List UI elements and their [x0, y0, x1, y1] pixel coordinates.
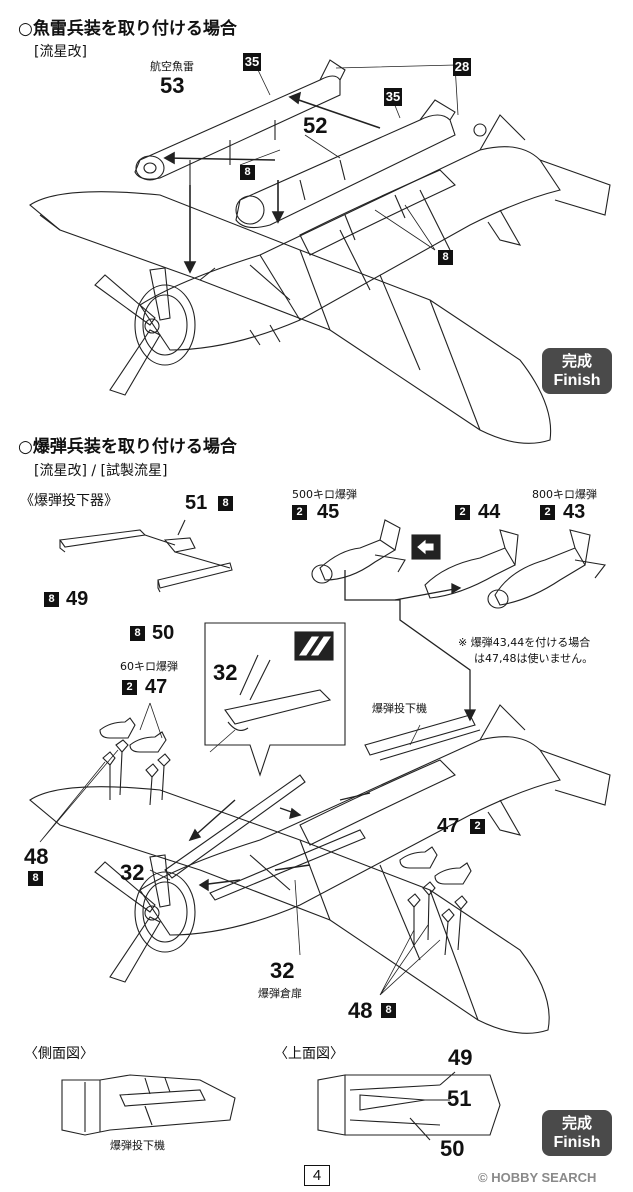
- bomb-rack-subtitle: 《爆弾投下器》: [20, 493, 118, 509]
- bombs-60kg-right: [399, 846, 472, 956]
- sprue-badge-35a: 35: [243, 53, 261, 71]
- leader-lines-torpedo: [239, 64, 459, 251]
- sprue-badge-47a: 2: [122, 680, 137, 695]
- torpedo-52-drawing: [235, 99, 487, 229]
- part-number-51: 51: [185, 492, 208, 514]
- part-number-45: 45: [317, 501, 340, 523]
- sprue-badge-8b: 8: [438, 250, 453, 265]
- part-number-43: 43: [563, 501, 586, 523]
- finish-badge-torpedo: 完成 Finish: [542, 348, 612, 394]
- section-title-torpedo: ○魚雷兵装を取り付ける場合: [18, 19, 237, 39]
- assembly-arrows-torpedo: [163, 91, 381, 274]
- top-view-title: 〈上面図〉: [274, 1046, 344, 1062]
- watermark: © HOBBY SEARCH: [478, 1170, 597, 1185]
- bomb-800kg-label: 800キロ爆弾: [532, 488, 597, 501]
- finish-label-en-2: Finish: [553, 1134, 601, 1151]
- bay-door-detail-box: [204, 622, 346, 777]
- leader-lines-bombs: [39, 702, 441, 996]
- sprue-badge-43: 2: [540, 505, 555, 520]
- torpedo-53-drawing: [134, 59, 346, 185]
- part-number-47a: 47: [145, 676, 168, 698]
- finish-badge-bomb: 完成 Finish: [542, 1110, 612, 1156]
- side-view-drawing: [61, 1074, 236, 1136]
- bay-door-label: 爆弾倉扉: [258, 987, 302, 1000]
- sprue-badge-35b: 35: [384, 88, 402, 106]
- sprue-badge-28: 28: [453, 58, 471, 76]
- bomb-500kg-label: 500キロ爆弾: [292, 488, 357, 501]
- part-number-50: 50: [152, 622, 175, 644]
- variant-label-both: [流星改] / [試製流星]: [34, 463, 168, 479]
- sprue-badge-48b: 8: [381, 1003, 396, 1018]
- aircraft-bomb-drawing: [29, 704, 611, 1034]
- note-line-1: ※ 爆弾43,44を付ける場合: [458, 636, 591, 649]
- top-view-drawing: [317, 1071, 501, 1141]
- sprue-badge-48a: 8: [28, 871, 43, 886]
- finish-label-ja: 完成: [561, 353, 592, 370]
- sprue-badge-49: 8: [44, 592, 59, 607]
- sprue-badge-51: 8: [218, 496, 233, 511]
- finish-label-en: Finish: [553, 372, 601, 389]
- part-number-48b: 48: [348, 998, 373, 1023]
- part-number-49: 49: [66, 588, 89, 610]
- top-view-part-49: 49: [448, 1045, 473, 1070]
- side-view-rack-label: 爆弾投下機: [110, 1139, 165, 1152]
- finish-label-ja-2: 完成: [561, 1115, 592, 1132]
- variant-label-ryusei-kai: [流星改]: [34, 44, 87, 60]
- bomb-arrows-aircraft: [188, 792, 371, 892]
- bomb-leader-lines: [344, 570, 477, 722]
- sprue-badge-45: 2: [292, 505, 307, 520]
- sprue-badge-8a: 8: [240, 165, 255, 180]
- sprue-badge-44: 2: [455, 505, 470, 520]
- torpedo-label: 航空魚雷: [150, 60, 194, 73]
- bomb-60kg-label: 60キロ爆弾: [120, 660, 178, 673]
- part-number-47b: 47: [437, 815, 460, 837]
- side-view-title: 〈側面図〉: [24, 1046, 94, 1062]
- bombs-500-800-drawing: [311, 519, 606, 609]
- part-number-32-detail: 32: [213, 660, 238, 685]
- sprue-badge-50: 8: [130, 626, 145, 641]
- top-view-part-51: 51: [447, 1086, 472, 1111]
- part-number-48a: 48: [24, 844, 49, 869]
- part-number-32-door: 32: [120, 860, 145, 885]
- part-number-53: 53: [160, 73, 185, 98]
- section-title-bomb: ○爆弾兵装を取り付ける場合: [18, 437, 237, 457]
- sprue-badge-47b: 2: [470, 819, 485, 834]
- part-number-32-bay: 32: [270, 958, 295, 983]
- part-number-52: 52: [303, 113, 328, 138]
- part-number-44: 44: [478, 501, 501, 523]
- page-number: 4: [304, 1165, 330, 1186]
- bomb-rack-parts-drawing: [59, 519, 233, 593]
- aircraft-torpedo-drawing: [29, 114, 611, 444]
- top-view-part-50: 50: [440, 1136, 465, 1161]
- bomb-rack-label: 爆弾投下機: [372, 702, 427, 715]
- note-line-2: は47,48は使いません。: [474, 652, 594, 665]
